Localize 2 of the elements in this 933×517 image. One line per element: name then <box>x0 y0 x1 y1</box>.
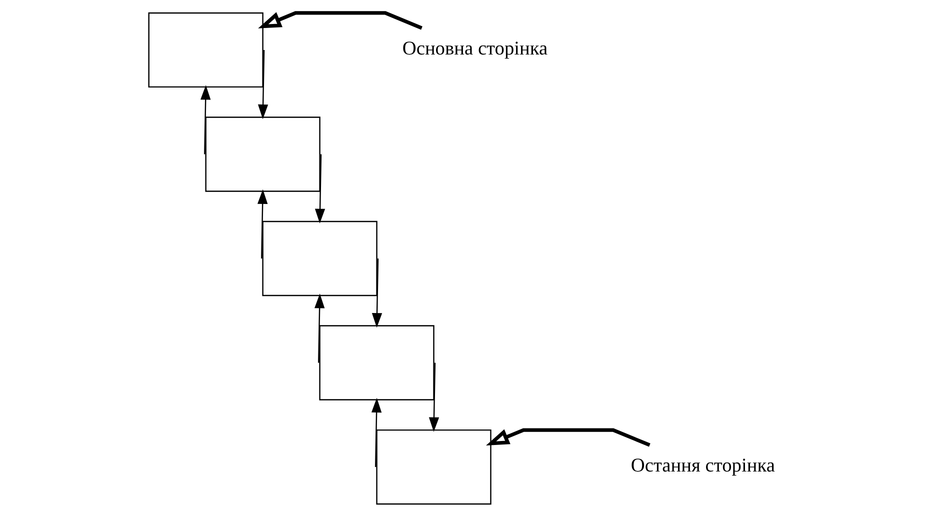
node-text: Основна сторінка <box>402 38 548 60</box>
node-text: Остання сторінка <box>630 456 775 477</box>
